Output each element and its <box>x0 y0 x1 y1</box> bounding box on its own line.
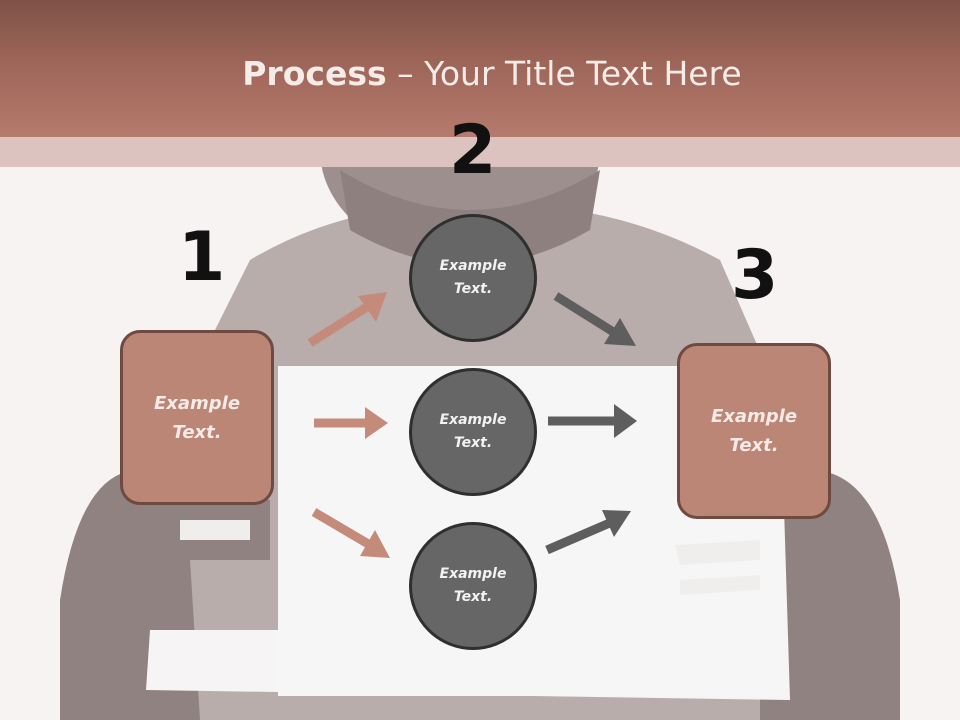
slide-title: Process – Your Title Text Here <box>0 54 960 94</box>
step-1-box: Example Text. <box>120 330 274 505</box>
circle-2-text: Example Text. <box>439 412 507 451</box>
arrow-from-circle-2 <box>548 404 637 438</box>
title-rest: – Your Title Text Here <box>386 54 742 93</box>
arrow-from-circle-1 <box>553 292 636 346</box>
title-bold: Process <box>242 54 387 93</box>
step-3-box: Example Text. <box>677 343 831 519</box>
step-number-3: 3 <box>731 236 779 315</box>
circle-1: Example Text. <box>409 214 537 342</box>
arrow-to-circle-2 <box>314 407 388 439</box>
step-3-text: Example Text. <box>710 406 798 456</box>
arrow-to-circle-3 <box>311 508 390 558</box>
header-band <box>0 0 960 137</box>
arrow-to-circle-1 <box>307 292 387 347</box>
circle-2: Example Text. <box>409 368 537 496</box>
step-1-text: Example Text. <box>153 392 241 443</box>
step-number-2: 2 <box>449 111 497 190</box>
arrow-from-circle-3 <box>545 510 631 555</box>
circle-1-text: Example Text. <box>439 258 507 297</box>
step-number-1: 1 <box>178 218 226 297</box>
circle-3: Example Text. <box>409 522 537 650</box>
header-strip <box>0 137 960 167</box>
circle-3-text: Example Text. <box>439 566 507 605</box>
